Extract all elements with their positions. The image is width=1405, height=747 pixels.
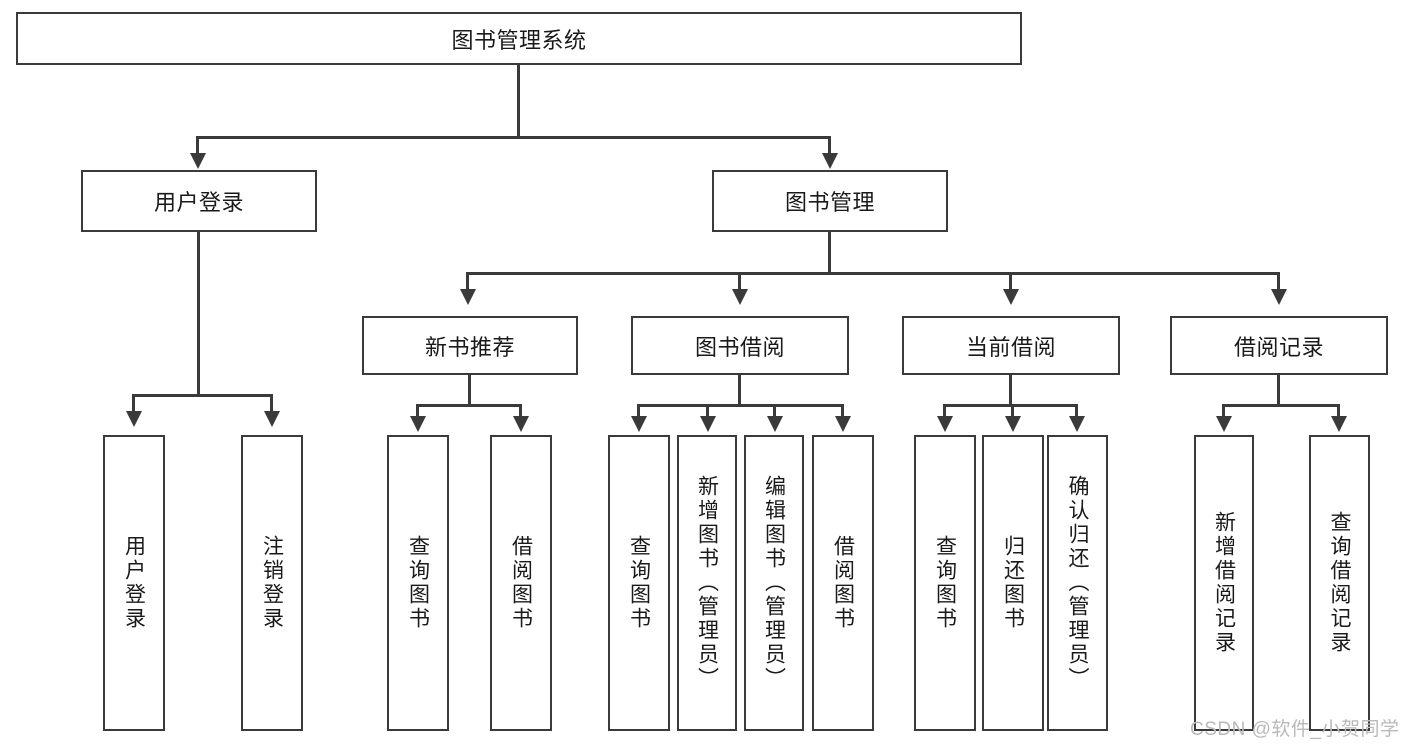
arrow-book-manage-to-book-borrow xyxy=(732,289,748,305)
csdn-watermark: CSDN @软件_小贺同学 xyxy=(1190,714,1399,741)
node-label: 新增借阅记录 xyxy=(1212,511,1236,655)
edge-book-manage-to-book-borrow xyxy=(738,272,741,292)
arrow-current-borrow-to-leaf-3 xyxy=(1069,416,1085,432)
node-label: 借阅记录 xyxy=(1233,334,1324,360)
arrow-new-book-to-leaf-1 xyxy=(410,416,426,432)
leaf-book-borrow-add[interactable]: 新增图书（管理员） xyxy=(677,435,737,731)
leaf-current-borrow-return[interactable]: 归还图书 xyxy=(982,435,1044,731)
edge-root-stem xyxy=(517,65,520,138)
arrow-book-manage-to-borrow-record xyxy=(1271,289,1287,305)
node-label: 图书管理系统 xyxy=(451,27,587,53)
arrow-root-to-book-manage xyxy=(822,153,838,169)
edge-book-manage-to-new-book xyxy=(466,272,469,292)
edge-current-borrow-to-leaf-2 xyxy=(1011,404,1014,418)
node-label: 确认归还（管理员） xyxy=(1066,475,1089,691)
arrow-book-borrow-to-leaf-2 xyxy=(700,416,716,432)
leaf-borrow-record-query[interactable]: 查询借阅记录 xyxy=(1309,435,1370,731)
node-user-login[interactable]: 用户登录 xyxy=(81,170,317,232)
node-new-book-recommend[interactable]: 新书推荐 xyxy=(362,316,578,375)
arrow-borrow-record-to-leaf-1 xyxy=(1216,416,1232,432)
node-root-system[interactable]: 图书管理系统 xyxy=(16,12,1022,65)
node-label: 图书管理 xyxy=(784,190,875,215)
leaf-user-login-login[interactable]: 用户登录 xyxy=(103,435,165,731)
edge-user-login-to-leaf-2 xyxy=(270,394,273,414)
leaf-borrow-record-add[interactable]: 新增借阅记录 xyxy=(1194,435,1254,731)
arrow-book-borrow-to-leaf-3 xyxy=(767,416,783,432)
edge-root-to-user-login xyxy=(196,136,199,156)
edge-book-manage-to-borrow-record xyxy=(1277,272,1280,292)
arrow-borrow-record-to-leaf-2 xyxy=(1331,416,1347,432)
edge-root-to-book-manage xyxy=(828,136,831,156)
edge-book-borrow-bus xyxy=(637,404,844,407)
edge-user-login-bus xyxy=(132,394,272,397)
leaf-book-borrow-borrow[interactable]: 借阅图书 xyxy=(812,435,874,731)
node-label: 用户登录 xyxy=(122,535,146,631)
edge-borrow-record-to-leaf-2 xyxy=(1337,404,1340,418)
arrow-book-manage-to-new-book xyxy=(460,289,476,305)
arrow-book-borrow-to-leaf-1 xyxy=(631,416,647,432)
edge-borrow-record-bus xyxy=(1222,404,1339,407)
edge-user-login-stem xyxy=(197,232,200,397)
edge-borrow-record-stem xyxy=(1277,375,1280,407)
leaf-book-borrow-edit[interactable]: 编辑图书（管理员） xyxy=(744,435,804,731)
edge-new-book-stem xyxy=(468,375,471,407)
arrow-current-borrow-to-leaf-1 xyxy=(937,416,953,432)
leaf-new-book-query[interactable]: 查询图书 xyxy=(387,435,449,731)
leaf-user-login-logout[interactable]: 注销登录 xyxy=(241,435,303,731)
edge-book-borrow-to-leaf-4 xyxy=(841,404,844,418)
node-label: 借阅图书 xyxy=(831,535,855,631)
edge-book-manage-stem xyxy=(828,232,831,274)
arrow-new-book-to-leaf-2 xyxy=(513,416,529,432)
node-current-borrow[interactable]: 当前借阅 xyxy=(902,316,1120,375)
node-borrow-record[interactable]: 借阅记录 xyxy=(1170,316,1388,375)
node-book-borrow[interactable]: 图书借阅 xyxy=(631,316,849,375)
node-label: 查询图书 xyxy=(627,535,651,631)
node-label: 用户登录 xyxy=(153,190,244,215)
node-book-management[interactable]: 图书管理 xyxy=(712,170,948,232)
node-label: 归还图书 xyxy=(1001,535,1025,631)
node-label: 当前借阅 xyxy=(965,334,1056,360)
edge-book-borrow-to-leaf-3 xyxy=(773,404,776,418)
edge-new-book-to-leaf-1 xyxy=(416,404,419,418)
edge-current-borrow-bus xyxy=(943,404,1077,407)
watermark-text: CSDN @软件_小贺同学 xyxy=(1190,719,1400,740)
edge-new-book-to-leaf-2 xyxy=(519,404,522,418)
node-label: 新增图书（管理员） xyxy=(695,475,719,691)
edge-user-login-to-leaf-1 xyxy=(132,394,135,414)
edge-book-borrow-to-leaf-1 xyxy=(637,404,640,418)
edge-root-bus xyxy=(196,136,830,139)
leaf-new-book-borrow[interactable]: 借阅图书 xyxy=(490,435,552,731)
edge-current-borrow-stem xyxy=(1009,375,1012,407)
edge-book-borrow-to-leaf-2 xyxy=(706,404,709,418)
leaf-current-borrow-query[interactable]: 查询图书 xyxy=(914,435,976,731)
node-label: 注销登录 xyxy=(260,535,284,631)
leaf-current-borrow-confirm[interactable]: 确认归还（管理员） xyxy=(1047,435,1108,731)
edge-book-borrow-stem xyxy=(738,375,741,407)
arrow-root-to-user-login xyxy=(190,153,206,169)
node-label: 图书借阅 xyxy=(694,334,785,360)
edge-new-book-bus xyxy=(416,404,521,407)
node-label: 查询借阅记录 xyxy=(1328,511,1351,655)
edge-book-manage-bus xyxy=(466,272,1280,275)
leaf-book-borrow-query[interactable]: 查询图书 xyxy=(608,435,670,731)
edge-book-manage-to-current-borrow xyxy=(1009,272,1012,292)
node-label: 查询图书 xyxy=(406,535,430,631)
node-label: 借阅图书 xyxy=(509,535,533,631)
arrow-book-manage-to-current-borrow xyxy=(1003,289,1019,305)
edge-current-borrow-to-leaf-3 xyxy=(1075,404,1078,418)
edge-current-borrow-to-leaf-1 xyxy=(943,404,946,418)
arrow-book-borrow-to-leaf-4 xyxy=(835,416,851,432)
node-label: 编辑图书（管理员） xyxy=(762,475,786,691)
node-label: 查询图书 xyxy=(933,535,957,631)
arrow-current-borrow-to-leaf-2 xyxy=(1005,416,1021,432)
arrow-user-login-to-leaf-2 xyxy=(264,411,280,427)
edge-borrow-record-to-leaf-1 xyxy=(1222,404,1225,418)
arrow-user-login-to-leaf-1 xyxy=(126,411,142,427)
node-label: 新书推荐 xyxy=(424,334,515,360)
